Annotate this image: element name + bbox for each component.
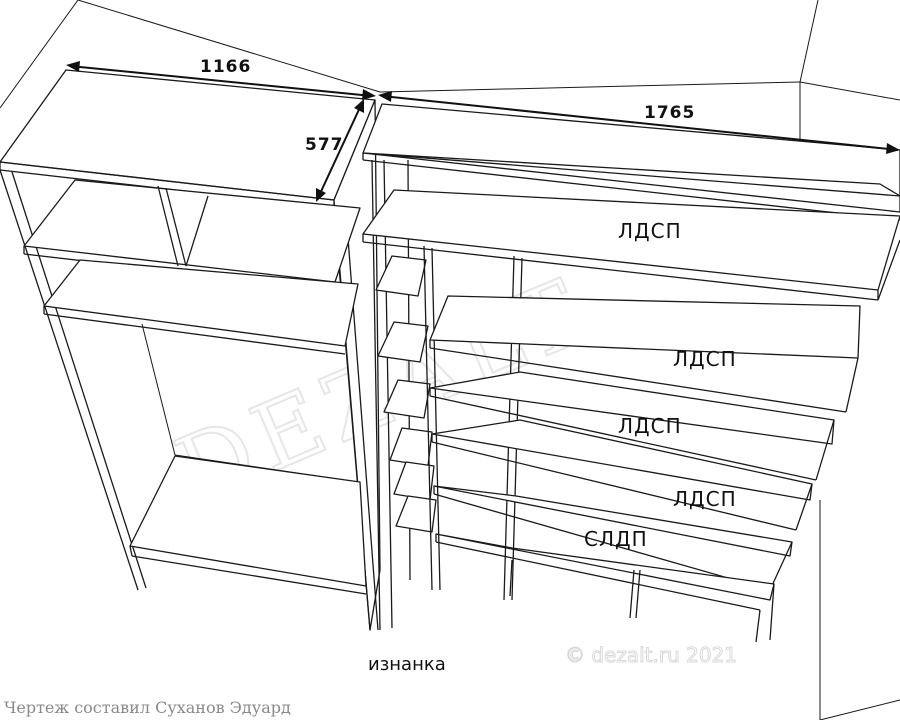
material-label-shelf-4: СЛДП	[584, 527, 648, 551]
material-label-shelf-1: ЛДСП	[673, 347, 737, 371]
dimension-depth: 577	[305, 135, 344, 155]
material-label-top: ЛДСП	[618, 219, 682, 243]
left-module	[0, 69, 381, 631]
watermark-copyright: © dezalt.ru 2021	[565, 643, 737, 667]
dimension-lines	[66, 61, 900, 202]
dimension-width-right: 1765	[644, 103, 695, 123]
material-label-shelf-2: ЛДСП	[618, 414, 682, 438]
dimension-width-left: 1166	[200, 57, 251, 77]
right-module	[362, 103, 900, 643]
author-credit: Чертеж составил Суханов Эдуард	[4, 698, 291, 717]
material-label-shelf-3: ЛДСП	[673, 487, 737, 511]
back-side-note: изнанка	[368, 654, 446, 675]
